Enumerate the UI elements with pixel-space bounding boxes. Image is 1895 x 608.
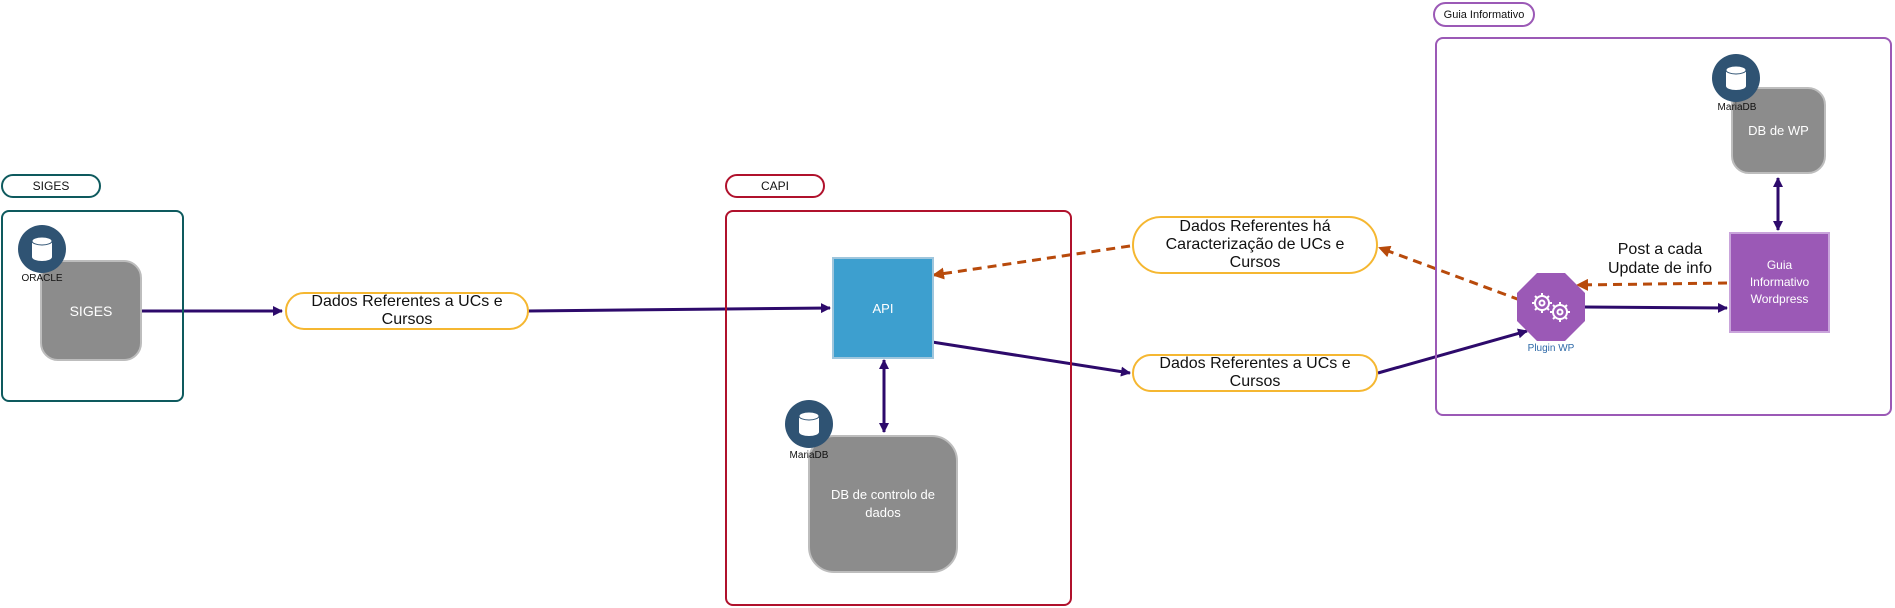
data-label-plugin-api: Dados Referentes há Caracterização de UC… bbox=[1132, 216, 1378, 274]
group-siges bbox=[1, 210, 184, 402]
plugin-wp-node[interactable] bbox=[1516, 272, 1586, 342]
group-label-guia: Guia Informativo bbox=[1433, 2, 1535, 27]
database-icon bbox=[1712, 54, 1760, 102]
arrow-pill-to-api bbox=[527, 303, 831, 314]
arrow-guia-to-plugin-dashed bbox=[1576, 278, 1728, 291]
api-node[interactable]: API bbox=[832, 257, 934, 359]
gears-icon bbox=[1532, 293, 1570, 322]
capi-db-node[interactable]: DB de controlo de dados bbox=[808, 435, 958, 573]
group-guia bbox=[1435, 37, 1892, 416]
database-icon bbox=[18, 225, 66, 273]
wp-mariadb-label: MariaDB bbox=[1717, 102, 1757, 113]
group-label-siges: SIGES bbox=[1, 174, 101, 198]
group-capi bbox=[725, 210, 1072, 606]
capi-mariadb-label: MariaDB bbox=[789, 450, 829, 461]
arrow-api-to-pill bbox=[931, 340, 1131, 377]
arrow-plugin-to-guia bbox=[1583, 302, 1728, 313]
plugin-wp-label: Plugin WP bbox=[1527, 343, 1575, 354]
wp-db-node[interactable]: DB de WP bbox=[1731, 87, 1826, 174]
arrow-pill-to-plugin bbox=[1377, 328, 1528, 375]
data-label-api-plugin: Dados Referentes a UCs e Cursos bbox=[1132, 354, 1378, 392]
group-label-capi: CAPI bbox=[725, 174, 825, 198]
oracle-label: ORACLE bbox=[21, 273, 63, 284]
arrow-plugin-to-pill-dashed bbox=[1378, 245, 1521, 302]
siges-node[interactable]: SIGES bbox=[40, 260, 142, 361]
data-label-siges-api: Dados Referentes a UCs e Cursos bbox=[285, 292, 529, 330]
post-update-label: Post a cada Update de info bbox=[1607, 241, 1713, 277]
guia-wordpress-node[interactable]: Guia Informativo Wordpress bbox=[1729, 232, 1830, 333]
api-node-label: API bbox=[872, 300, 894, 316]
database-icon bbox=[785, 400, 833, 448]
arrow-pill-to-api-dashed bbox=[932, 244, 1131, 280]
guia-wordpress-label: Guia Informativo Wordpress bbox=[1749, 258, 1810, 306]
